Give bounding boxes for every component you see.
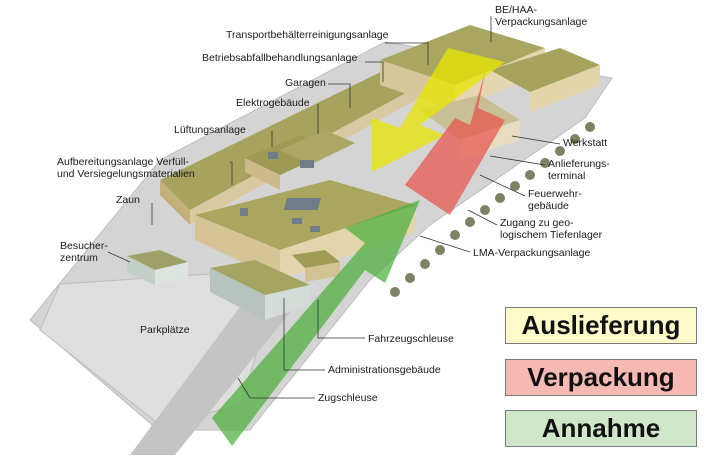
legend-auslieferung-text: Auslieferung — [521, 310, 681, 340]
label-besucherzentrum: Besucher- zentrum — [60, 240, 108, 264]
label-be-haa: BE/HAA- Verpackungsanlage — [495, 4, 588, 28]
label-feuerwehrgebaeude: Feuerwehr- gebäude — [528, 188, 582, 212]
label-werkstatt: Werkstatt — [563, 137, 608, 149]
arrow-auslieferung — [372, 48, 505, 172]
tree-row — [358, 86, 595, 297]
access-road — [130, 300, 300, 455]
building-lma — [292, 250, 340, 268]
label-parkplaetze: Parkplätze — [140, 324, 190, 336]
label-zaun: Zaun — [116, 194, 140, 206]
legend-verpackung-text: Verpackung — [527, 362, 675, 392]
legend-annahme: Annahme — [505, 410, 697, 447]
label-lueftungsanlage: Lüftungsanlage — [174, 124, 246, 136]
building-elektro — [280, 130, 355, 165]
label-fahrzeugschleuse: Fahrzeugschleuse — [368, 333, 454, 345]
legend-auslieferung: Auslieferung — [505, 307, 697, 344]
building-besucher-roof — [127, 250, 188, 270]
label-zugang-tiefenlager: Zugang zu geo- logischem Tiefenlager — [500, 217, 603, 241]
building-main-roof — [195, 180, 415, 250]
building-besucher-front — [127, 256, 155, 285]
label-betriebsabfallbehandlungsanlage: Betriebsabfallbehandlungsanlage — [202, 52, 358, 64]
building-lueftung-wall — [245, 158, 280, 190]
building-admin-front — [210, 268, 265, 320]
label-anlieferungsterminal: Anlieferungs- terminal — [548, 158, 610, 182]
label-lma-verpackungsanlage: LMA-Verpackungsanlage — [473, 247, 591, 259]
building-ne-side — [530, 65, 600, 112]
legend-verpackung: Verpackung — [505, 359, 697, 396]
building-west-wall — [160, 180, 190, 225]
label-elektrogebaeude: Elektrogebäude — [236, 97, 310, 109]
building-admin-roof — [210, 260, 310, 295]
building-besucher-side — [155, 262, 188, 285]
building-ne-roof — [490, 48, 600, 92]
label-aufbereitungsanlage: Aufbereitungsanlage Verfüll- und Versieg… — [57, 156, 195, 180]
label-administrationsgebaeude: Administrationsgebäude — [328, 364, 441, 376]
arrow-annahme — [212, 200, 420, 446]
leader-lines — [107, 16, 561, 399]
building-lma-front — [305, 262, 340, 282]
building-admin-side — [265, 285, 310, 320]
roof-skylights — [240, 152, 321, 232]
arrow-verpackung — [405, 72, 505, 215]
label-zugschleuse: Zugschleuse — [318, 392, 378, 404]
label-garagen: Garagen — [285, 77, 326, 89]
legend-annahme-text: Annahme — [541, 413, 661, 443]
label-transportbehaelterreinigungsanlage: Transportbehälterreinigungsanlage — [226, 29, 389, 41]
